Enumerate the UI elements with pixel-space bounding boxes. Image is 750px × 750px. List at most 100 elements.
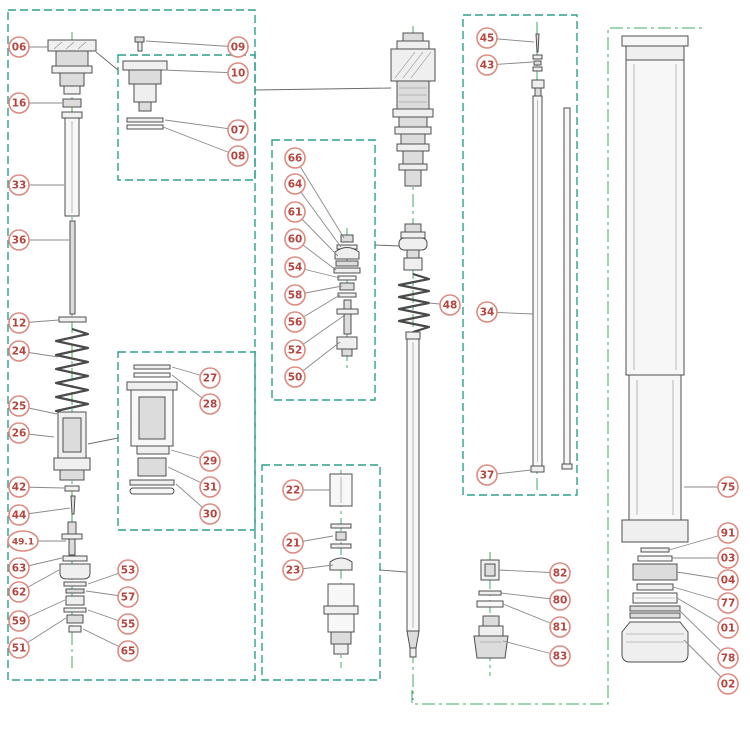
callout-bubble [282,559,304,581]
part-base-fittings [473,559,509,659]
callout-bubble [282,532,304,554]
callout-number: 09 [231,42,246,54]
leader-line [679,610,729,659]
part-push-rod [69,220,76,315]
callout-bubble [717,547,739,569]
callout-bubble [717,617,739,639]
callout-50: 50 [284,341,341,388]
callout-bubble [199,393,221,415]
callout-01: 01 [676,597,739,639]
callout-44: 44 [8,504,71,526]
callout-bubble [227,119,249,141]
callout-bubble [8,92,30,114]
callout-24: 24 [8,340,59,362]
sub-assembly-boxes [7,9,578,681]
leader-line [162,126,239,157]
callout-56: 56 [284,294,341,333]
callout-number: 83 [553,651,568,663]
callout-number: 77 [721,598,736,610]
inset-cap-screw [134,36,145,52]
callout-number: 21 [286,538,301,550]
part-inner-rod [561,107,573,470]
callout-37: 37 [476,464,532,486]
callout-91: 91 [668,522,739,551]
callout-bubble [549,616,571,638]
callout-60: 60 [284,228,337,271]
callout-number: 07 [231,125,246,137]
callout-23: 23 [282,559,334,581]
callout-80: 80 [500,589,571,611]
callout-33: 33 [8,174,64,196]
part-seal-stack [621,547,689,663]
callout-number: 78 [721,653,736,665]
callout-bubble [284,366,306,388]
callout-number: 51 [12,643,27,655]
callout-16: 16 [8,92,62,114]
callout-number: 42 [12,482,27,494]
callout-bubble [8,610,30,632]
callout-58: 58 [284,284,343,306]
callout-number: 59 [12,616,27,628]
callout-bubble [717,569,739,591]
callout-36: 36 [8,229,69,251]
callout-bubble [476,464,498,486]
callout-28: 28 [171,374,221,415]
callout-number: 54 [288,262,303,274]
callout-29: 29 [170,449,221,472]
callout-number: 61 [288,207,303,219]
callout-number: 62 [12,587,27,599]
callout-bubble [476,27,498,49]
link-piston-to-rod [379,569,407,573]
callout-number: 01 [721,623,736,635]
callout-57: 57 [85,586,139,608]
callout-number: 80 [553,595,568,607]
callout-49.1: 49.1 [7,530,66,552]
inset-base-valve [126,364,178,495]
part-spring-guide-body [53,411,91,481]
callout-number: 27 [203,373,218,385]
callout-81: 81 [502,603,571,638]
callout-21: 21 [282,532,334,554]
callout-bubble [284,256,306,278]
callout-bubble [227,36,249,58]
callout-number: 63 [12,563,27,575]
callout-27: 27 [171,366,221,389]
callout-number: 45 [480,33,495,45]
callout-bubble [8,476,30,498]
callout-bubble [284,201,306,223]
callout-10: 10 [162,62,249,84]
callout-42: 42 [8,476,65,498]
callout-bubble [7,530,39,552]
callout-07: 07 [164,119,249,141]
callout-bubble [8,312,30,334]
callout-bubble [8,395,30,417]
callout-bubble [117,640,139,662]
callout-number: 12 [12,318,27,330]
callout-number: 24 [12,346,27,358]
assembly-links [87,51,407,573]
callout-number: 81 [553,622,568,634]
callout-bubble [117,586,139,608]
callout-66: 66 [284,147,345,239]
callout-82: 82 [498,562,571,584]
callout-bubble [284,339,306,361]
callout-number: 28 [203,399,218,411]
callout-09: 09 [145,36,249,58]
part-bottom-stack [59,555,91,633]
callout-number: 37 [480,470,495,482]
callout-61: 61 [284,201,339,257]
callout-number: 50 [288,372,303,384]
part-main-spring [54,327,90,418]
callout-number: 04 [721,575,736,587]
callout-number: 31 [203,482,218,494]
callout-78: 78 [679,610,739,669]
callout-59: 59 [8,599,66,632]
part-spring-seat-washer [58,316,87,323]
callout-04: 04 [676,569,739,591]
callout-number: 08 [231,151,246,163]
callout-bubble [199,450,221,472]
callout-08: 08 [162,126,249,167]
callout-bubble [549,562,571,584]
callout-bubble [199,476,221,498]
